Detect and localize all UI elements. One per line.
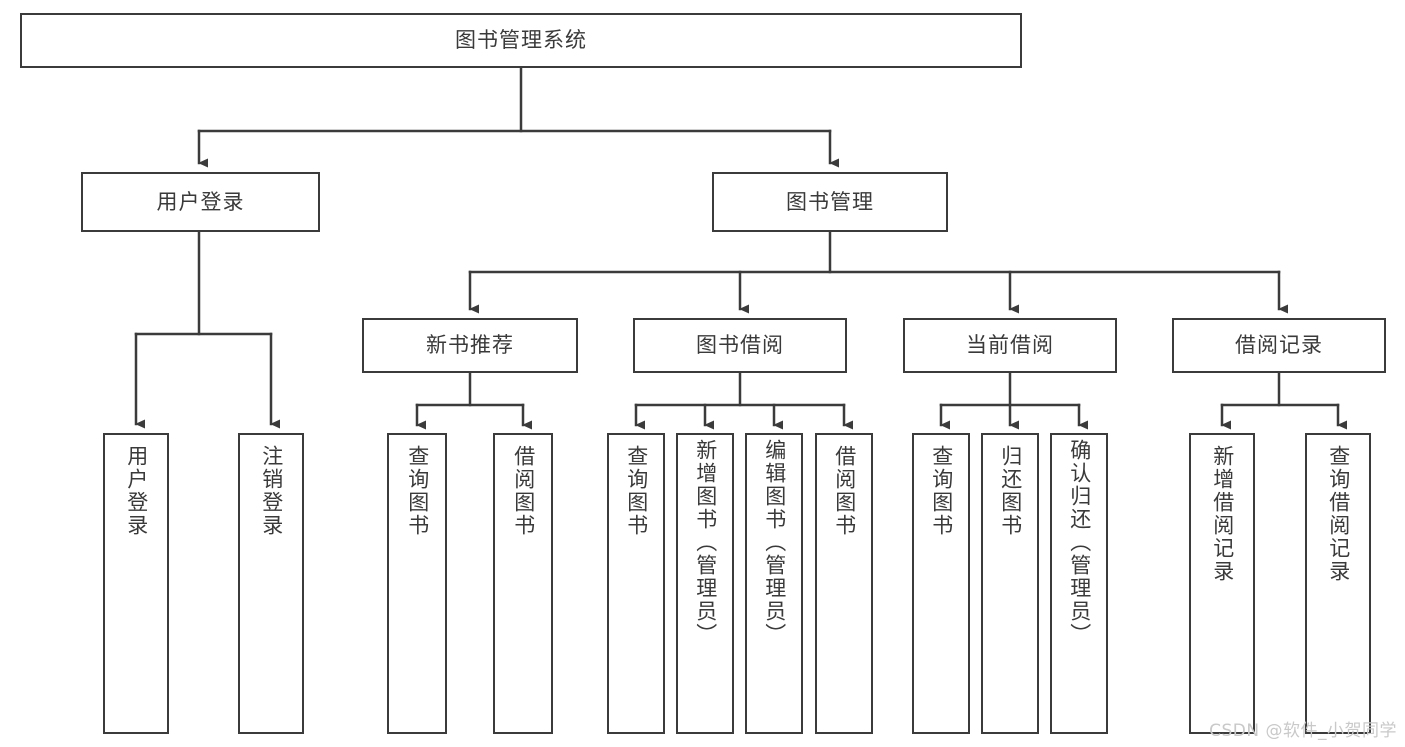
node-label: 图书管理系统 [455,28,587,52]
node-label: 归还图书 [998,445,1023,537]
node-user-login[interactable]: 用户登录 [81,172,320,232]
node-label: 借阅记录 [1235,333,1323,357]
node-root-book-management-system[interactable]: 图书管理系统 [20,13,1022,68]
node-new-book-recommend[interactable]: 新书推荐 [362,318,578,373]
node-label: 注销登录 [259,445,284,537]
node-label: 当前借阅 [966,333,1054,357]
node-label: 查询图书 [929,445,954,537]
node-label: 图书借阅 [696,333,784,357]
node-label: 编辑图书（管理员） [762,439,787,646]
leaf-book-borrow-3[interactable]: 借阅图书 [815,433,873,734]
node-label: 借阅图书 [832,445,857,537]
leaf-borrow-record-0[interactable]: 新增借阅记录 [1189,433,1255,734]
leaf-book-borrow-1[interactable]: 新增图书（管理员） [676,433,734,734]
node-label: 新增图书（管理员） [693,439,718,646]
node-borrow-record[interactable]: 借阅记录 [1172,318,1386,373]
leaf-book-borrow-2[interactable]: 编辑图书（管理员） [745,433,803,734]
node-label: 新增借阅记录 [1210,445,1235,583]
node-book-management[interactable]: 图书管理 [712,172,948,232]
node-book-borrow[interactable]: 图书借阅 [633,318,847,373]
leaf-borrow-record-1[interactable]: 查询借阅记录 [1305,433,1371,734]
node-current-borrow[interactable]: 当前借阅 [903,318,1117,373]
node-label: 查询图书 [624,445,649,537]
leaf-book-borrow-0[interactable]: 查询图书 [607,433,665,734]
leaf-current-borrow-1[interactable]: 归还图书 [981,433,1039,734]
node-label: 新书推荐 [426,333,514,357]
leaf-current-borrow-0[interactable]: 查询图书 [912,433,970,734]
leaf-current-borrow-2[interactable]: 确认归还（管理员） [1050,433,1108,734]
node-label: 用户登录 [156,189,245,214]
node-label: 用户登录 [124,445,149,537]
leaf-user-login-1[interactable]: 注销登录 [238,433,304,734]
node-label: 借阅图书 [511,445,536,537]
node-label: 查询图书 [405,445,430,537]
leaf-new-book-recommend-1[interactable]: 借阅图书 [493,433,553,734]
node-label: 图书管理 [786,189,874,214]
node-label: 查询借阅记录 [1326,445,1351,583]
node-label: 确认归还（管理员） [1067,439,1092,646]
leaf-new-book-recommend-0[interactable]: 查询图书 [387,433,447,734]
leaf-user-login-0[interactable]: 用户登录 [103,433,169,734]
